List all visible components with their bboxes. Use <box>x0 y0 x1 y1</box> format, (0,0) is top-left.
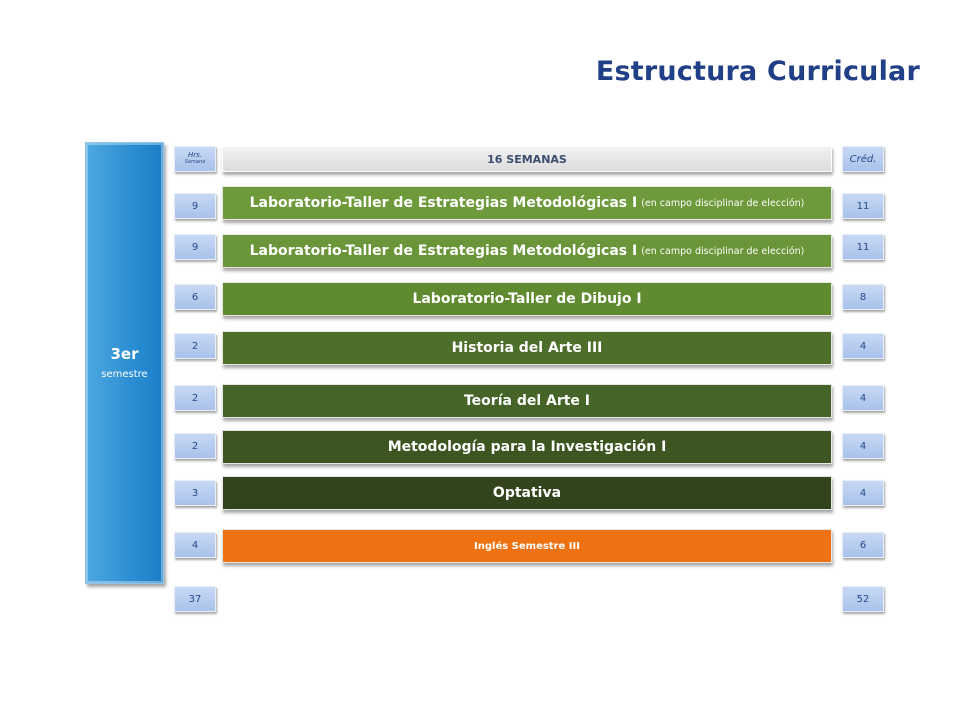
course-credits-cell: 4 <box>842 333 884 359</box>
course-bar: Teoría del Arte I <box>222 384 832 418</box>
course-note: (en campo disciplinar de elección) <box>641 245 805 257</box>
total-credits-cell: 52 <box>842 586 884 612</box>
course-name: Optativa <box>492 485 562 501</box>
course-credits-cell: 6 <box>842 532 884 558</box>
course-bar: Metodología para la Investigación I <box>222 430 832 464</box>
course-credits-cell: 4 <box>842 433 884 459</box>
credits-header-cell: Créd. <box>842 146 884 172</box>
course-hours-cell: 9 <box>174 234 216 260</box>
page-title: Estructura Curricular <box>595 56 920 87</box>
total-hours-cell: 37 <box>174 586 216 612</box>
course-name: Teoría del Arte I <box>463 393 591 409</box>
course-bar: Laboratorio-Taller de Dibujo I <box>222 282 832 316</box>
weeks-header-bar: 16 SEMANAS <box>222 146 832 172</box>
semester-block: 3er semestre <box>85 142 164 584</box>
semester-number: 3er <box>110 345 139 363</box>
hours-header-label: Hrs. <box>187 151 202 159</box>
course-name: Inglés Semestre III <box>474 540 580 552</box>
course-hours-cell: 2 <box>174 433 216 459</box>
course-name: Laboratorio-Taller de Estrategias Metodo… <box>249 243 638 259</box>
course-credits-cell: 11 <box>842 234 884 260</box>
course-bar: Optativa <box>222 476 832 510</box>
course-name: Laboratorio-Taller de Estrategias Metodo… <box>249 195 638 211</box>
semester-label: semestre <box>101 369 148 380</box>
course-hours-cell: 3 <box>174 480 216 506</box>
course-bar: Historia del Arte III <box>222 331 832 365</box>
course-credits-cell: 4 <box>842 480 884 506</box>
course-credits-cell: 8 <box>842 284 884 310</box>
course-hours-cell: 2 <box>174 385 216 411</box>
course-hours-cell: 2 <box>174 333 216 359</box>
course-name: Laboratorio-Taller de Dibujo I <box>412 291 642 307</box>
hours-header-sublabel: Semana <box>184 159 206 165</box>
course-credits-cell: 11 <box>842 193 884 219</box>
course-hours-cell: 4 <box>174 532 216 558</box>
hours-header-cell: Hrs. Semana <box>174 146 216 172</box>
course-hours-cell: 9 <box>174 193 216 219</box>
course-note: (en campo disciplinar de elección) <box>641 197 805 209</box>
course-hours-cell: 6 <box>174 284 216 310</box>
course-name: Metodología para la Investigación I <box>387 439 667 455</box>
course-bar: Laboratorio-Taller de Estrategias Metodo… <box>222 186 832 220</box>
course-credits-cell: 4 <box>842 385 884 411</box>
course-bar: Inglés Semestre III <box>222 529 832 563</box>
course-name: Historia del Arte III <box>451 340 603 356</box>
course-bar: Laboratorio-Taller de Estrategias Metodo… <box>222 234 832 268</box>
